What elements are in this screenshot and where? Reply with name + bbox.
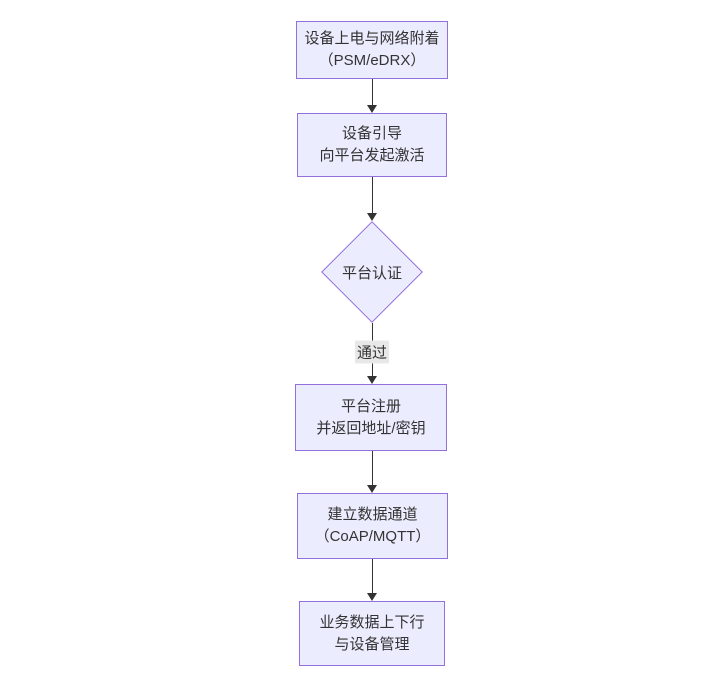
node-label: 设备引导: [341, 125, 402, 142]
node-label: （CoAP/MQTT）: [314, 528, 431, 545]
arrow-shaft: [372, 177, 373, 216]
node-label: 平台注册: [340, 397, 401, 415]
node-business-data: 业务数据上下行 与设备管理: [299, 601, 445, 666]
node-platform-auth: 平台认证: [321, 221, 423, 323]
node-label: （PSM/eDRX）: [318, 52, 426, 69]
node-label: 与设备管理: [334, 635, 410, 653]
node-label: 向平台发起激活: [319, 147, 425, 164]
arrow-head-icon: [367, 376, 377, 384]
arrow-shaft: [372, 559, 373, 596]
arrow-head-icon: [367, 485, 377, 493]
node-label: 并返回地址/密钥: [316, 419, 426, 437]
flow-arrow-1: [367, 79, 378, 113]
arrow-shaft: [372, 79, 373, 108]
flow-arrow-2: [367, 177, 378, 221]
node-bootstrap: 设备引导 向平台发起激活: [297, 113, 447, 177]
node-data-channel: 建立数据通道 （CoAP/MQTT）: [297, 493, 448, 559]
flow-arrow-4: [367, 451, 378, 493]
node-label: 建立数据通道: [327, 506, 418, 523]
node-label: 平台认证: [341, 264, 402, 282]
arrow-shaft: [372, 451, 373, 488]
node-register: 平台注册 并返回地址/密钥: [295, 384, 447, 451]
node-label: 设备上电与网络附着: [304, 30, 440, 47]
edge-label-pass: 通过: [354, 340, 390, 364]
node-power-on: 设备上电与网络附着 （PSM/eDRX）: [296, 21, 448, 79]
flow-arrow-5: [367, 559, 378, 601]
arrow-head-icon: [367, 593, 377, 601]
arrow-head-icon: [367, 213, 377, 221]
node-label: 业务数据上下行: [319, 613, 425, 631]
arrow-head-icon: [367, 105, 377, 113]
